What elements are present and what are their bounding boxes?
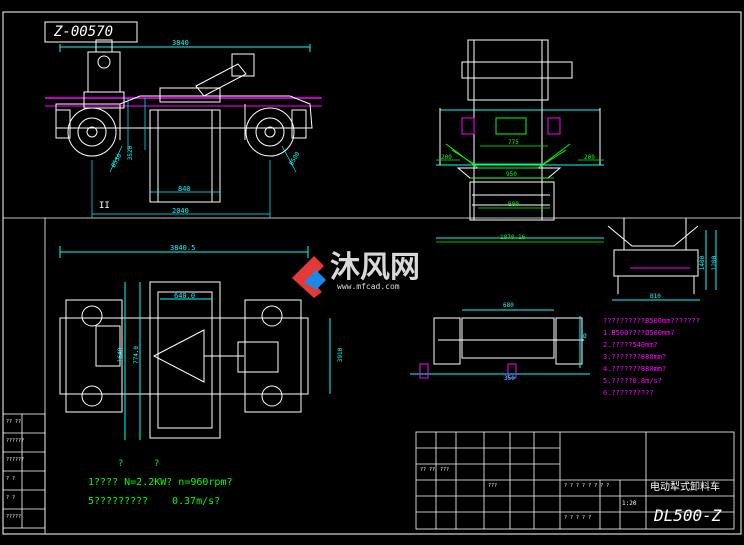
- axle-view: [410, 309, 590, 379]
- title-block-code: DL500-Z: [654, 506, 722, 525]
- axle-dim-bottom: 350: [504, 375, 515, 382]
- title-block-cell-3: ? ? ? ? ? ? ? ?: [564, 483, 610, 489]
- stamp-row-2: ??????: [6, 457, 25, 463]
- tech-note-4: 4.???????880mm?: [603, 365, 667, 373]
- end-dim-width: B10: [650, 293, 661, 300]
- end-dim-h1: 1400: [699, 255, 707, 271]
- front-dim-height: 3520: [127, 145, 135, 161]
- tech-note-0: ??????????B500mm???????: [603, 317, 700, 325]
- motor-mark-2: ?: [154, 459, 160, 469]
- section-mark: II: [99, 201, 110, 211]
- side-view: [436, 39, 604, 239]
- motor-note-line: 5?????????: [88, 496, 149, 507]
- side-dim-2: 200: [584, 154, 595, 161]
- watermark-url: www.mfcad.com: [337, 282, 400, 291]
- front-dim-track: 2040: [172, 207, 189, 215]
- plan-dim-h1: 1640: [117, 347, 125, 363]
- end-view: [607, 218, 717, 301]
- plan-dim-h2: 774.0: [133, 345, 141, 365]
- watermark-text: 沐风网: [330, 250, 420, 285]
- title-block-cell-1: ???: [440, 467, 450, 473]
- front-view: [45, 39, 322, 203]
- side-dim-overall: 1870.16: [500, 234, 526, 241]
- side-dim-1: 200: [441, 154, 452, 161]
- axle-dim-right: Ø: [583, 333, 587, 340]
- side-dims: [436, 145, 604, 243]
- tech-note-6: 6.??????????: [603, 389, 654, 397]
- plan-dim-inner: 640.0: [174, 292, 196, 300]
- motor-spec-line: 1???? N=2.2KW? n=960rpm?: [88, 477, 233, 488]
- stamp-row-3: ? ?: [6, 476, 16, 482]
- title-block: [415, 431, 735, 530]
- drawing-no-box: [44, 21, 138, 43]
- title-block-cell-4: ? ? ? ? ?: [564, 515, 592, 521]
- tech-note-3: 3.???????880mm?: [603, 353, 667, 361]
- axle-dim-top: 680: [503, 302, 514, 309]
- side-dim-5: B00: [508, 201, 519, 208]
- plan-dim-overall: 3840.5: [170, 244, 196, 252]
- drawing-number: Z-00570: [54, 24, 114, 40]
- motor-mark-1: ?: [118, 459, 124, 469]
- title-block-title: 电动犁式卸料车: [650, 482, 720, 493]
- speed-note: 0.37m/s?: [172, 496, 221, 507]
- side-dim-3: 775: [508, 139, 519, 146]
- watermark-logo-icon: [292, 256, 326, 298]
- title-block-scale: 1:20: [622, 500, 637, 507]
- tech-note-2: 2.?????540mm?: [603, 341, 658, 349]
- side-dim-4: 950: [506, 171, 517, 178]
- stamp-row-0: ?? ??: [6, 419, 22, 425]
- title-block-cell-0: ?? ??: [420, 467, 436, 473]
- stamp-row-1: ??????: [6, 438, 25, 444]
- front-dim-hopper: 840: [178, 185, 191, 193]
- plan-view: [59, 246, 331, 440]
- tech-note-1: 1.B500????Ø500mm?: [603, 329, 675, 337]
- stamp-row-5: ?????: [6, 514, 22, 520]
- stamp-row-4: ? ?: [6, 495, 16, 501]
- tech-note-5: 5.?????0.8m/s?: [603, 377, 663, 385]
- left-stamp-table: [2, 413, 46, 529]
- front-dims: [91, 98, 297, 218]
- plan-dim-right: 3910: [337, 347, 345, 363]
- title-block-cell-2: ???: [488, 483, 498, 489]
- end-dim-h2: 1200: [711, 255, 719, 271]
- drawing-frame: [2, 11, 742, 535]
- front-dim-overall: 3840: [172, 39, 189, 47]
